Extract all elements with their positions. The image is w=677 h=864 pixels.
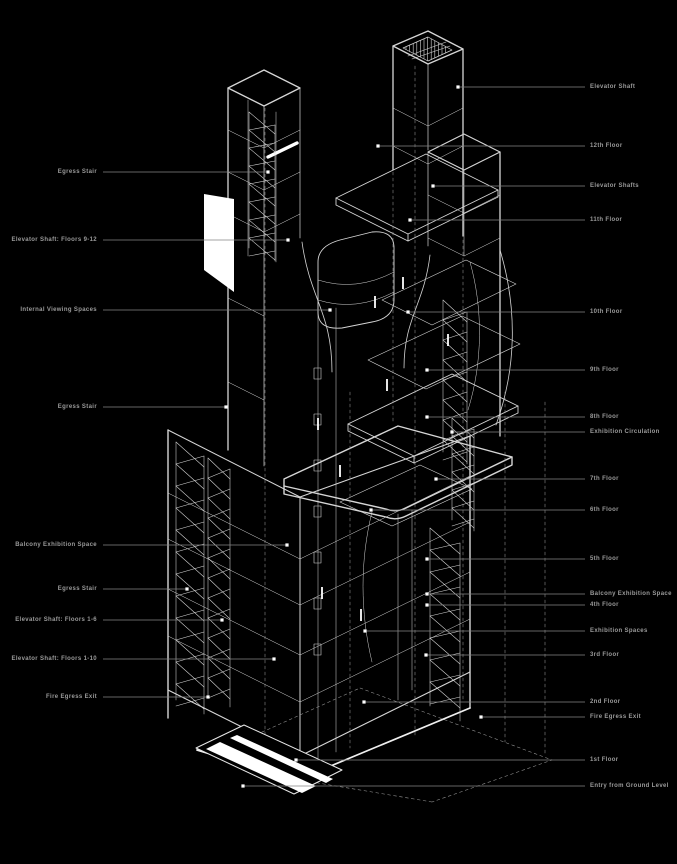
annotation-label-left: Elevator Shaft: Floors 1-10 [11, 656, 97, 662]
leader-marker [425, 592, 429, 596]
leader-marker [479, 715, 483, 719]
annotation-label-right: 4th Floor [590, 602, 619, 608]
annotation-label-right: 1st Floor [590, 757, 619, 763]
leader-marker [362, 700, 366, 704]
annotation-label-right: 11th Floor [590, 217, 623, 223]
leader-marker [206, 695, 210, 699]
annotation-label-right: 7th Floor [590, 476, 619, 482]
window-column [313, 367, 322, 656]
leader-marker [224, 405, 228, 409]
annotation-label-right: Elevator Shaft [590, 84, 636, 90]
annotation-label-right: Exhibition Circulation [590, 429, 660, 435]
leader-marker [425, 557, 429, 561]
left-upper-tower [227, 69, 301, 467]
annotation-label-left: Egress Stair [57, 404, 97, 410]
annotation-label-left: Elevator Shaft: Floors 1-6 [15, 617, 97, 623]
annotation-label-right: Fire Egress Exit [590, 714, 641, 720]
leader-marker [363, 629, 367, 633]
annotation-label-right: Exhibition Spaces [590, 628, 648, 634]
leader-marker [328, 308, 332, 312]
annotation-label-right: Balcony Exhibition Space [590, 591, 672, 597]
leader-marker [286, 238, 290, 242]
entry-ramp-stripe [230, 735, 333, 783]
annotation-label-left: Egress Stair [57, 169, 97, 175]
annotation-label-left: Balcony Exhibition Space [15, 542, 97, 548]
elevator-opening-hatch [405, 36, 451, 62]
leader-marker [425, 415, 429, 419]
annotation-label-right: 6th Floor [590, 507, 619, 513]
leader-marker [220, 618, 224, 622]
highlight-ticks [317, 277, 449, 621]
annotation-label-right: 8th Floor [590, 414, 619, 420]
dashed-guide-lines [239, 65, 553, 803]
annotation-label-right: 5th Floor [590, 556, 619, 562]
leader-marker [424, 653, 428, 657]
annotation-label-right: 12th Floor [590, 143, 623, 149]
annotation-label-right: 2nd Floor [590, 699, 621, 705]
white-accents [204, 141, 299, 292]
leader-marker [369, 508, 373, 512]
leader-marker [408, 218, 412, 222]
annotation-label-left: Elevator Shaft: Floors 9-12 [11, 237, 97, 243]
annotation-label-right: Entry from Ground Level [590, 783, 669, 789]
leader-marker [425, 603, 429, 607]
leader-marker [272, 657, 276, 661]
white-diagonal-accent [266, 141, 299, 159]
leader-marker [456, 85, 460, 89]
annotation-label-left: Fire Egress Exit [46, 694, 97, 700]
annotation-label-right: Elevator Shafts [590, 183, 639, 189]
leader-marker [425, 368, 429, 372]
annotation-label-left: Internal Viewing Spaces [20, 307, 97, 313]
leader-marker [450, 430, 454, 434]
leader-marker [241, 784, 245, 788]
annotation-label-right: 10th Floor [590, 309, 623, 315]
leader-marker [376, 144, 380, 148]
entry-ramp-stripe [206, 742, 316, 793]
right-upper-tower [427, 133, 513, 437]
annotation-label-right: 3rd Floor [590, 652, 620, 658]
annotation-label-left: Egress Stair [57, 586, 97, 592]
leader-marker [266, 170, 270, 174]
leader-marker [434, 477, 438, 481]
annotation-label-right: 9th Floor [590, 367, 619, 373]
white-facade-panel [204, 194, 234, 292]
leader-marker [285, 543, 289, 547]
leader-marker [294, 758, 298, 762]
top-elevator-shaft [392, 30, 464, 237]
ground-slab-and-ramp [195, 707, 471, 795]
leader-marker [185, 587, 189, 591]
leader-marker [431, 184, 435, 188]
leader-marker [406, 310, 410, 314]
stair-lattice-bands [175, 111, 475, 722]
